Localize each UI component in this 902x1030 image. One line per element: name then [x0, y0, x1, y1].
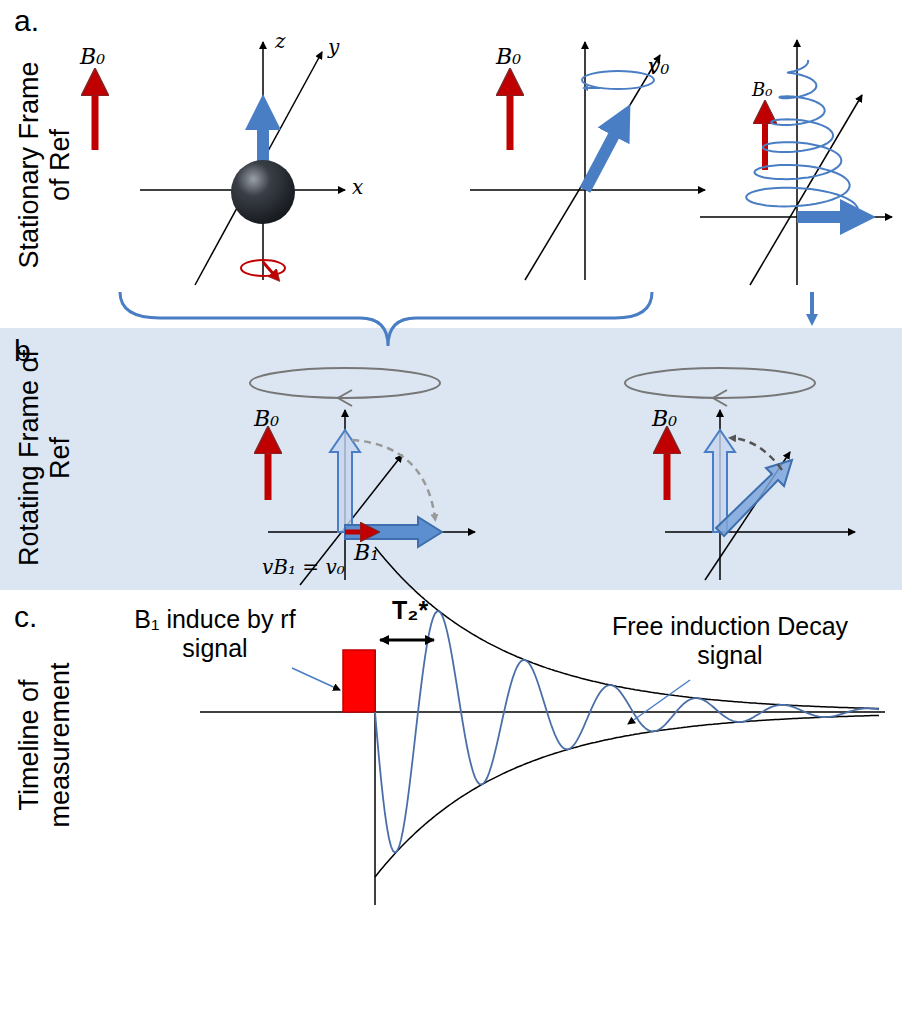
- field-label: B₀: [752, 80, 772, 101]
- signal-label: Free induction Decay signal: [600, 612, 860, 670]
- precession-figure: [470, 42, 705, 280]
- panel-title: Stationary Frame of Ref: [14, 50, 76, 280]
- axis-label: y: [328, 36, 339, 59]
- panel-title: Rotating Frame of Ref: [14, 348, 76, 568]
- spin-figure: [95, 42, 345, 285]
- panel-title: Timeline of measurement: [14, 645, 76, 845]
- axis-label: x: [352, 176, 363, 199]
- frequency-label: vB₁ = v₀: [262, 556, 345, 579]
- axis-label: z: [275, 30, 286, 53]
- brace: [120, 292, 652, 346]
- time-constant: T₂*: [392, 596, 428, 625]
- transition-arrow: [810, 292, 814, 320]
- relaxation-figure: [625, 368, 855, 580]
- frequency-label: v₀: [648, 54, 669, 79]
- band-background: [0, 328, 902, 590]
- panel-letter: c.: [14, 600, 37, 635]
- field-label: B₀: [652, 406, 677, 431]
- fid-timeline: [200, 547, 885, 905]
- spiral-figure: [700, 40, 892, 285]
- field-label: B₀: [80, 44, 105, 69]
- rotating-frame-band: b.Rotating Frame of Ref: [0, 328, 902, 590]
- field-label: B₁: [354, 540, 379, 565]
- rf-pulse: [343, 650, 375, 712]
- field-label: B₀: [254, 406, 279, 431]
- rotating-frame-figure: [250, 368, 475, 585]
- pulse-label: B₁ induce by rf signal: [100, 605, 330, 663]
- field-label: B₀: [496, 44, 521, 69]
- panel-letter: a.: [14, 4, 39, 39]
